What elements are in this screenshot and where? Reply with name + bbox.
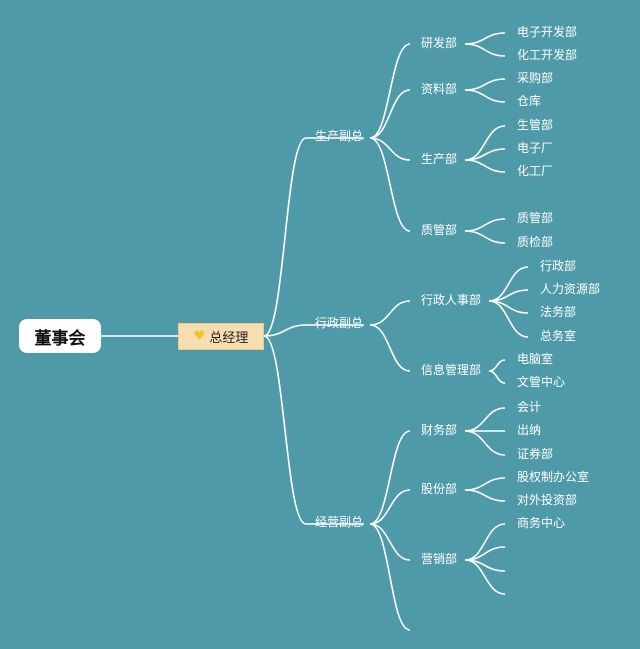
dept-label[interactable]: 行政人事部	[421, 293, 482, 307]
branch-label[interactable]: 行政副总	[315, 316, 364, 330]
unit-label[interactable]: 质管部	[517, 211, 554, 225]
edge-dept-unit	[464, 407, 506, 432]
edge-dept-unit	[488, 300, 529, 338]
unit-label[interactable]: 法务部	[540, 305, 577, 319]
edge-dept-unit	[488, 359, 506, 372]
unit-label[interactable]: 采购部	[517, 71, 554, 85]
unit-label[interactable]: 化工开发部	[517, 48, 578, 62]
edge-dept-unit	[464, 230, 506, 244]
edge-dept-unit	[464, 559, 506, 595]
edge-branch-dept	[369, 43, 411, 139]
unit-label[interactable]: 对外投资部	[517, 493, 578, 507]
root-label: 董事会	[34, 328, 86, 349]
branch-label[interactable]: 生产副总	[315, 129, 364, 143]
edge-dept-unit	[464, 32, 506, 45]
edge-dept-unit	[464, 43, 506, 57]
unit-label[interactable]: 股权制办公室	[517, 470, 590, 484]
dept-label[interactable]: 资料部	[421, 82, 458, 96]
unit-label[interactable]: 总务室	[540, 329, 577, 343]
edge-dept-unit	[464, 218, 506, 232]
edge-dept-unit	[464, 159, 506, 173]
unit-label[interactable]: 人力资源部	[540, 282, 601, 296]
edge-branch-dept	[369, 489, 411, 525]
general-manager-node[interactable]: ♥ 总经理	[178, 323, 264, 350]
unit-label[interactable]: 质检部	[517, 235, 554, 249]
unit-label[interactable]: 电脑室	[517, 352, 554, 366]
edge-gm-branch	[263, 335, 307, 525]
unit-label[interactable]: 电子开发部	[517, 25, 578, 39]
edge-dept-unit	[464, 489, 506, 502]
unit-label[interactable]: 行政部	[540, 259, 577, 273]
edge-dept-unit	[464, 78, 506, 91]
unit-label[interactable]: 商务中心	[517, 516, 566, 530]
edge-dept-unit	[464, 430, 506, 456]
edge-branch-dept	[369, 300, 411, 326]
dept-label[interactable]: 信息管理部	[421, 363, 482, 377]
unit-label[interactable]: 文管中心	[517, 375, 566, 389]
dept-label[interactable]: 股份部	[421, 482, 458, 496]
edge-dept-unit	[488, 370, 506, 384]
unit-label[interactable]: 会计	[517, 400, 542, 414]
edge-branch-dept	[369, 137, 411, 232]
general-manager-label: 总经理	[209, 331, 249, 346]
edge-dept-unit	[464, 477, 506, 491]
heart-icon: ♥	[193, 329, 206, 344]
unit-label[interactable]: 证券部	[517, 447, 554, 461]
edge-branch-dept	[369, 324, 411, 372]
edge-dept-unit	[464, 523, 506, 561]
edge-branch-dept	[369, 89, 411, 139]
dept-label[interactable]: 研发部	[421, 36, 458, 50]
edge-branch-dept	[369, 523, 411, 631]
unit-label[interactable]: 生管部	[517, 118, 554, 132]
dept-label[interactable]: 生产部	[421, 152, 458, 166]
unit-label[interactable]: 电子厂	[517, 141, 554, 155]
edge-dept-unit	[464, 89, 506, 103]
unit-label[interactable]: 出纳	[517, 423, 542, 437]
unit-label[interactable]: 仓库	[517, 94, 542, 108]
branch-label[interactable]: 经营副总	[315, 515, 364, 529]
edge-branch-dept	[369, 523, 411, 561]
edge-gm-branch	[263, 324, 307, 337]
dept-label[interactable]: 质管部	[421, 223, 458, 237]
edge-branch-dept	[369, 430, 411, 525]
edge-branch-dept	[369, 137, 411, 161]
dept-label[interactable]: 营销部	[421, 552, 458, 566]
unit-label[interactable]: 化工厂	[517, 164, 554, 178]
root-node[interactable]: 董事会	[19, 319, 101, 353]
dept-label[interactable]: 财务部	[421, 423, 458, 437]
edge-gm-branch	[263, 137, 307, 337]
